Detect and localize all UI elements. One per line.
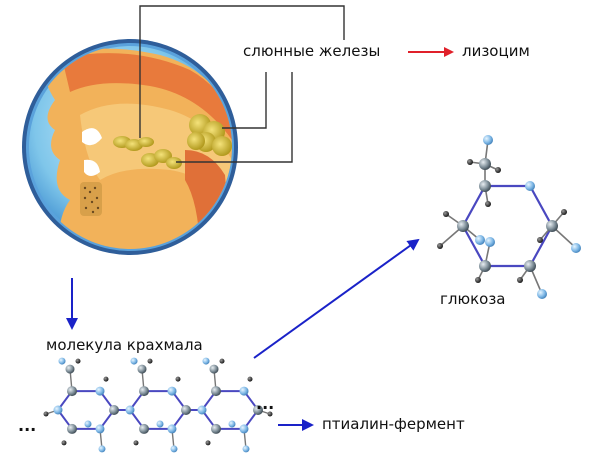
salivary-gland-sublingual <box>113 136 154 151</box>
starch-atom <box>167 386 177 396</box>
glucose-label: глюкоза <box>440 290 506 308</box>
starch-atom <box>202 357 210 365</box>
starch-atom <box>197 405 207 415</box>
glucose-molecule-icon <box>437 135 581 299</box>
starch-atom <box>147 358 153 364</box>
starch-atom <box>95 424 105 434</box>
starch-atom <box>205 440 211 446</box>
gland-callout-lines <box>139 5 345 163</box>
starch-atom <box>253 405 263 415</box>
starch-atom <box>139 386 149 397</box>
chain-ellipsis-right: ... <box>256 394 275 413</box>
starch-atom <box>242 445 250 453</box>
starch-atom <box>139 423 149 434</box>
blue-arrow-to-glucose <box>253 238 420 359</box>
starch-atom <box>67 386 77 397</box>
starch-atom <box>170 445 178 453</box>
starch-atom <box>175 376 181 382</box>
starch-atom <box>130 357 138 365</box>
starch-atom <box>228 420 236 428</box>
starch-atom <box>98 445 106 453</box>
lysozyme-label: лизоцим <box>462 42 530 60</box>
starch-atom <box>67 423 77 434</box>
starch-atom <box>167 424 177 434</box>
ptyalin-enzyme-label: птиалин-фермент <box>322 415 465 433</box>
starch-chain-icon <box>43 357 273 453</box>
starch-atom <box>75 358 81 364</box>
starch-atom <box>219 358 225 364</box>
starch-atom <box>103 376 109 382</box>
starch-atom <box>58 357 66 365</box>
chain-ellipsis-left: ... <box>18 416 37 435</box>
salivary-glands-label: слюнные железы <box>243 42 381 60</box>
starch-atom <box>239 424 249 434</box>
starch-molecule-label: молекула крахмала <box>46 336 203 354</box>
starch-atom <box>211 423 221 434</box>
starch-atom <box>133 440 139 446</box>
starch-atom <box>61 440 67 446</box>
starch-atom <box>137 364 147 374</box>
starch-atom <box>84 420 92 428</box>
starch-atom <box>267 411 273 417</box>
starch-atom <box>53 405 63 415</box>
salivary-gland-parotid <box>187 114 232 156</box>
starch-atom <box>95 386 105 396</box>
starch-atom <box>209 364 219 374</box>
starch-atom <box>156 420 164 428</box>
starch-atom <box>43 411 49 417</box>
starch-atom <box>125 405 135 415</box>
starch-atom <box>239 386 249 396</box>
starch-atom <box>247 376 253 382</box>
starch-atom <box>65 364 75 374</box>
starch-atom <box>109 405 119 415</box>
salivary-gland-submandibular <box>141 149 182 169</box>
starch-atom <box>181 405 191 415</box>
starch-atom <box>211 386 221 397</box>
mouth-cross-section-lens-icon <box>22 39 238 255</box>
